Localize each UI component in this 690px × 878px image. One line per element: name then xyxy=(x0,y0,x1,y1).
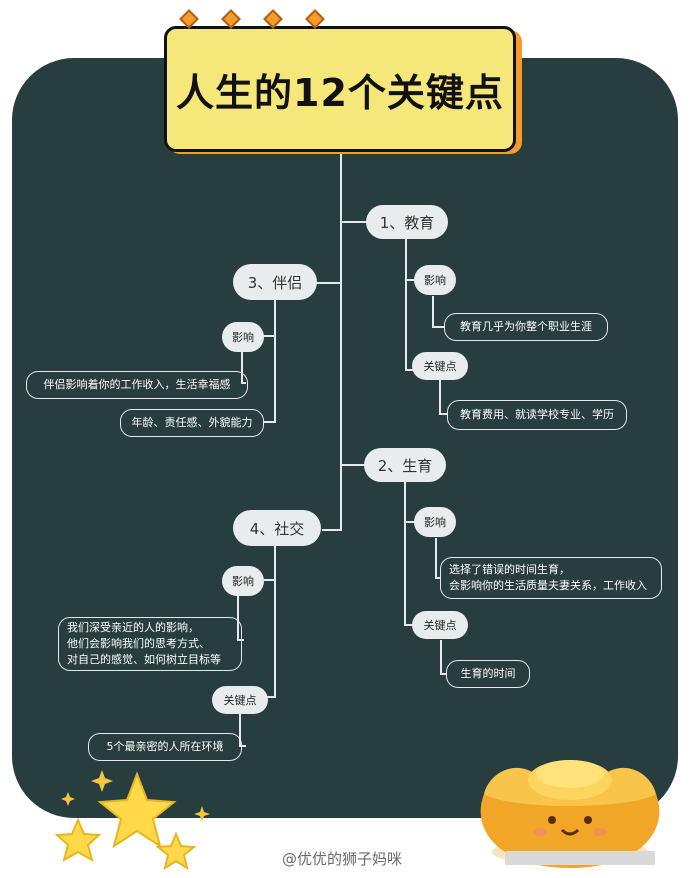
link-edu-children xyxy=(405,238,416,371)
sparkle-icon-1 xyxy=(91,770,113,792)
link-edu-key-leaf xyxy=(439,380,448,415)
title-box: 人生的12个关键点 xyxy=(164,26,516,152)
leaf-social-key: 5个最亲密的人所在环境 xyxy=(88,733,242,761)
link-birth-key-leaf xyxy=(440,640,447,675)
link-partner-influence-leaf xyxy=(241,352,246,384)
link-social-key-leaf xyxy=(239,713,246,747)
star-small-left-icon xyxy=(54,817,102,863)
topic-social[interactable]: 4、社交 xyxy=(233,510,321,546)
tag-edu-influence[interactable]: 影响 xyxy=(414,265,456,295)
tag-edu-key[interactable]: 关键点 xyxy=(412,352,468,380)
leaf-partner-influence: 伴侣影响着你的工作收入，生活幸福感 xyxy=(26,371,248,399)
sparkle-icon-3 xyxy=(61,792,75,806)
topic-partner[interactable]: 3、伴侣 xyxy=(233,264,317,300)
leaf-social-influence-line-2: 他们会影响我们的思考方式、 xyxy=(67,637,210,650)
tag-birth-influence[interactable]: 影响 xyxy=(414,507,456,537)
page-title: 人生的12个关键点 xyxy=(176,70,504,115)
link-social-influence-leaf xyxy=(237,596,244,641)
leaf-birth-influence-line-1: 选择了错误的时间生育， xyxy=(449,563,570,576)
leaf-birth-influence: 选择了错误的时间生育， 会影响你的生活质量夫妻关系，工作收入 xyxy=(440,557,662,599)
star-large-icon xyxy=(97,771,177,849)
leaf-edu-influence: 教育几乎为你整个职业生涯 xyxy=(444,313,608,341)
watermark-blurred-area xyxy=(505,851,655,865)
leaf-social-influence-line-3: 对自己的感觉、如何树立目标等 xyxy=(67,653,221,666)
sparkle-icon-2 xyxy=(194,806,210,822)
tag-birth-key[interactable]: 关键点 xyxy=(412,611,468,639)
tag-social-key[interactable]: 关键点 xyxy=(212,686,268,714)
leaf-social-influence: 我们深受亲近的人的影响， 他们会影响我们的思考方式、 对自己的感觉、如何树立目标… xyxy=(58,617,242,671)
watermark-text: @优优的狮子妈咪 xyxy=(282,850,403,868)
main-trunk-line xyxy=(322,154,342,531)
mindmap-board xyxy=(12,58,678,818)
tag-partner-influence[interactable]: 影响 xyxy=(222,322,264,352)
leaf-partner-traits: 年龄、责任感、外貌能力 xyxy=(120,409,264,437)
leaf-birth-key: 生育的时间 xyxy=(446,660,530,688)
stars-illustration xyxy=(54,770,210,871)
topic-education[interactable]: 1、教育 xyxy=(366,205,448,239)
leaf-birth-influence-line-2: 会影响你的生活质量夫妻关系，工作收入 xyxy=(449,579,647,592)
leaf-edu-key: 教育费用、就读学校专业、学历 xyxy=(447,400,627,430)
link-birth-influence-leaf xyxy=(435,538,441,579)
link-birth-children xyxy=(404,481,416,626)
star-small-right-icon xyxy=(155,831,197,871)
topic-birth[interactable]: 2、生育 xyxy=(364,448,446,482)
leaf-social-influence-line-1: 我们深受亲近的人的影响， xyxy=(67,621,199,634)
tag-social-influence[interactable]: 影响 xyxy=(222,566,264,596)
link-edu-influence-leaf xyxy=(432,296,445,328)
link-social-children xyxy=(266,546,276,698)
link-partner-children xyxy=(264,299,276,423)
